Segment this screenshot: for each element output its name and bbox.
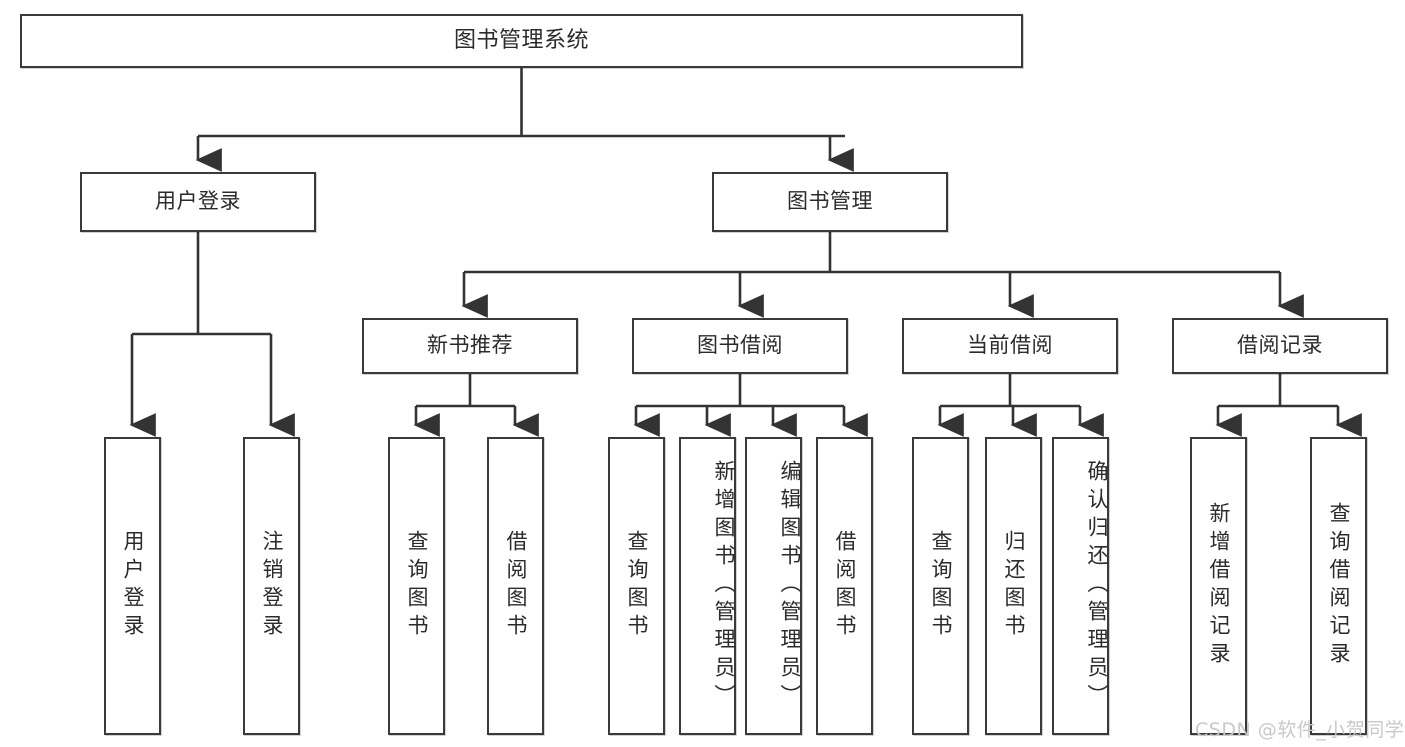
node-label: 图书管理系统 (453, 27, 589, 53)
node-leaf-add-book[interactable]: 新增图书（管理员） (679, 437, 736, 735)
node-label: 借阅记录 (1237, 333, 1323, 358)
node-current-borrow[interactable]: 当前借阅 (902, 318, 1118, 374)
node-label: 当前借阅 (967, 333, 1053, 358)
node-leaf-borrow-book-1[interactable]: 借阅图书 (487, 437, 544, 735)
node-label: 查询图书 (625, 530, 649, 642)
node-user-login[interactable]: 用户登录 (80, 172, 316, 232)
node-label: 确认归还（管理员） (1085, 460, 1109, 712)
node-leaf-confirm-return[interactable]: 确认归还（管理员） (1052, 437, 1109, 735)
node-new-book-rec[interactable]: 新书推荐 (362, 318, 578, 374)
node-label: 新书推荐 (427, 333, 513, 358)
node-label: 查询图书 (929, 530, 953, 642)
node-book-borrow[interactable]: 图书借阅 (632, 318, 848, 374)
node-leaf-logout[interactable]: 注销登录 (243, 437, 300, 735)
node-leaf-edit-book[interactable]: 编辑图书（管理员） (745, 437, 802, 735)
csdn-watermark: CSDN @软件_小贺同学 (1195, 719, 1405, 741)
node-label: 归还图书 (1002, 530, 1026, 642)
node-label: 借阅图书 (833, 530, 857, 642)
node-label: 图书借阅 (697, 333, 783, 358)
node-label: 编辑图书（管理员） (778, 460, 802, 712)
node-leaf-add-record[interactable]: 新增借阅记录 (1190, 437, 1247, 735)
node-label: 新增图书（管理员） (712, 460, 736, 712)
node-label: 借阅图书 (504, 530, 528, 642)
node-label: 查询借阅记录 (1327, 502, 1351, 670)
node-label: 注销登录 (260, 530, 284, 642)
node-leaf-user-login[interactable]: 用户登录 (104, 437, 161, 735)
node-leaf-query-book-1[interactable]: 查询图书 (388, 437, 445, 735)
node-leaf-return-book[interactable]: 归还图书 (985, 437, 1042, 735)
node-leaf-query-book-3[interactable]: 查询图书 (912, 437, 969, 735)
node-label: 新增借阅记录 (1207, 502, 1231, 670)
node-label: 查询图书 (405, 530, 429, 642)
node-label: 用户登录 (155, 189, 241, 214)
node-borrow-record[interactable]: 借阅记录 (1172, 318, 1388, 374)
node-leaf-query-book-2[interactable]: 查询图书 (608, 437, 665, 735)
node-leaf-query-record[interactable]: 查询借阅记录 (1310, 437, 1367, 735)
node-leaf-borrow-book-2[interactable]: 借阅图书 (816, 437, 873, 735)
node-label: 用户登录 (121, 530, 145, 642)
node-root-system[interactable]: 图书管理系统 (20, 14, 1023, 68)
node-book-manage[interactable]: 图书管理 (712, 172, 948, 232)
node-label: 图书管理 (787, 189, 873, 214)
